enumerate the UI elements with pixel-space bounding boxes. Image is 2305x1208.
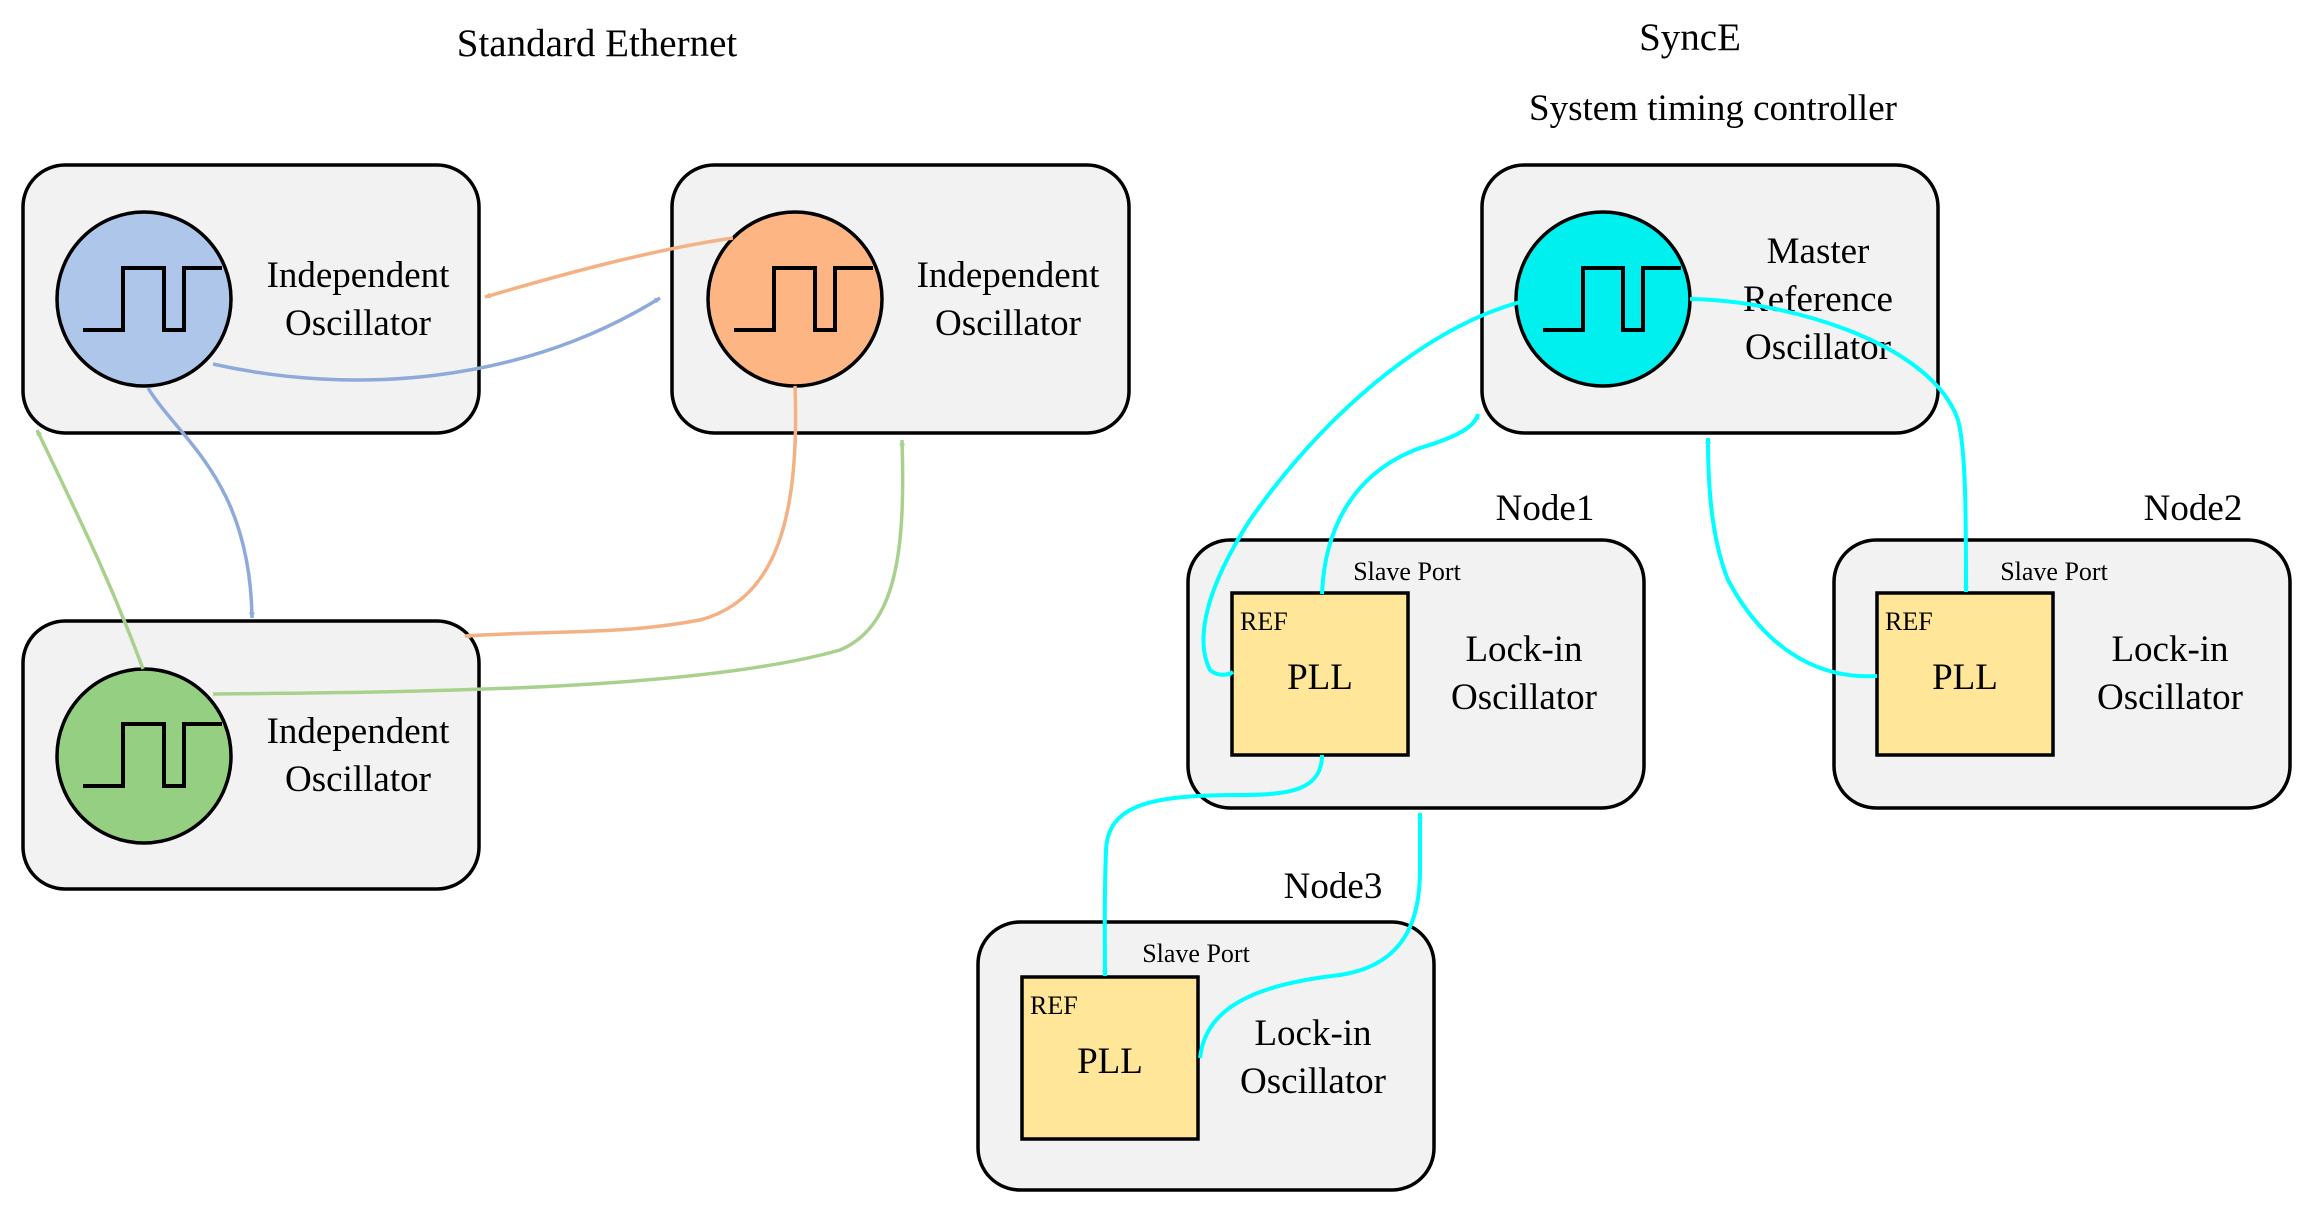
node2-name: Node2 [2144,488,2243,529]
master-oscillator-circle [1514,210,1692,388]
square-wave-icon [1543,266,1681,332]
slave-port-label: Slave Port [1353,557,1461,586]
oscillator-label-line2: Oscillator [285,303,431,344]
oscillator-label-line1: Independent [917,255,1101,296]
lockin-label-line2: Oscillator [1451,677,1597,718]
lockin-label-line1: Lock-in [2111,629,2228,670]
square-wave-icon [83,722,222,788]
ref-label: REF [1240,607,1288,636]
pll-block [1020,975,1200,1141]
arrow-master-to-node1 [1201,300,1521,678]
synce-node2: Node2 Slave Port REF PLL Lock-in Oscilla… [1832,488,2292,810]
lockin-label-line1: Lock-in [1254,1013,1371,1054]
square-wave-icon [734,266,873,332]
arrow-orange-to-bottom-left [464,385,798,639]
node1-name: Node1 [1496,488,1595,529]
arrow-node3-to-node1 [1198,812,1423,1059]
master-label-line2: Reference [1743,279,1893,320]
ethernet-node-top-right: Independent Oscillator [670,163,1131,435]
title-system-timing-controller: System timing controller [1529,88,1897,129]
arrow-blue-to-bottom-left [146,387,255,619]
title-standard-ethernet: Standard Ethernet [457,22,738,65]
lockin-label-line2: Oscillator [2097,677,2243,718]
oscillator-label-line2: Oscillator [935,303,1081,344]
ethernet-node-top-left: Independent Oscillator [21,163,481,435]
lockin-label-line2: Oscillator [1240,1061,1386,1102]
pll-label: PLL [1077,1041,1143,1082]
arrow-node2-to-master [1705,437,1878,679]
arrow-orange-to-top-left [484,236,734,299]
arrow-master-to-node2 [1689,297,1969,593]
title-synce: SyncE [1639,16,1741,59]
ref-label: REF [1030,991,1078,1020]
oscillator-label-line2: Oscillator [285,759,431,800]
pll-block [1230,591,1410,757]
synce-node3: Node3 Slave Port REF PLL Lock-in Oscilla… [976,866,1436,1192]
oscillator-circle [55,667,233,845]
slave-port-label: Slave Port [1142,939,1250,968]
oscillator-label-line1: Independent [267,711,451,752]
square-wave-icon [83,266,222,332]
ref-label: REF [1885,607,1933,636]
node3-name: Node3 [1284,866,1383,907]
pll-block [1875,591,2055,757]
master-label-line3: Oscillator [1745,327,1891,368]
oscillator-circle [706,210,884,388]
slave-port-label: Slave Port [2000,557,2108,586]
ethernet-node-bottom-left: Independent Oscillator [21,619,481,891]
oscillator-circle [55,210,233,388]
master-label-line1: Master [1767,231,1870,272]
arrow-blue-to-top-right [212,296,661,382]
arrow-green-to-top-right [212,439,906,696]
arrow-green-to-top-left [35,429,145,670]
pll-label: PLL [1932,657,1998,698]
pll-label: PLL [1287,657,1353,698]
arrow-node1-to-master [1320,413,1480,595]
arrow-node1-to-node3 [1101,754,1324,977]
synce-node1: Node1 Slave Port REF PLL Lock-in Oscilla… [1186,488,1646,810]
lockin-label-line1: Lock-in [1465,629,1582,670]
oscillator-label-line1: Independent [267,255,451,296]
